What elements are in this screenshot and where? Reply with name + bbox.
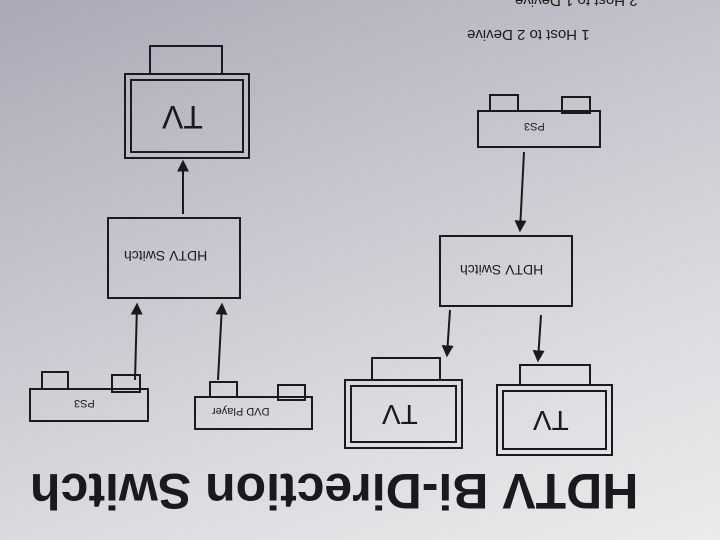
caption-1: 1 Host to 2 Devive [467,26,590,43]
switch-label-right: HDTV Switch [460,262,544,278]
tv-right-2 [496,364,613,456]
hdtv-switch-box-left [107,217,241,299]
ps3-label-left: PS3 [74,397,95,409]
dvd-player-label: DVD Player [212,405,270,417]
tv-label-left: TV [162,99,203,135]
arrow-dvd-to-switch [215,302,228,381]
tv-left [124,45,250,159]
caption-2: 2 Host to 1 Devive [515,0,638,9]
arrow-switch-to-tv2 [532,314,545,363]
ps3-device-right [477,94,601,148]
dvd-player-device [194,381,313,430]
arrow-ps3-to-switch-left [130,302,143,381]
hdtv-switch-box-right [439,235,573,307]
arrow-switch-to-tv1 [441,309,454,358]
switch-label-left: HDTV Switch [124,248,208,264]
ps3-device-left [29,371,149,422]
tv-right-1 [344,357,463,449]
arrow-ps3-to-switch [514,151,527,233]
tv-label-right-2: TV [533,405,569,436]
tv-label-right-1: TV [382,399,418,430]
title: HDTV Bi-Direction Switch [30,463,639,519]
ps3-label-right: PS3 [524,120,545,132]
